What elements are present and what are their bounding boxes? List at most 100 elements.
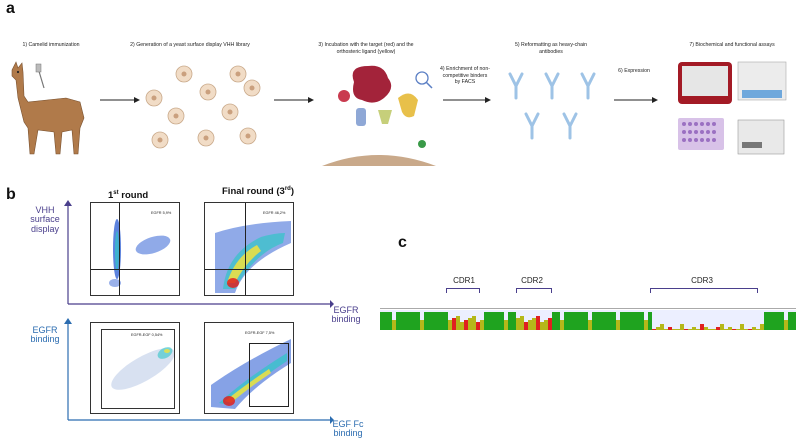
conservation-bar bbox=[764, 312, 769, 330]
conservation-bar bbox=[564, 312, 569, 330]
conservation-bar bbox=[456, 316, 461, 330]
conservation-bar bbox=[460, 322, 465, 330]
conservation-bar bbox=[468, 318, 473, 330]
conservation-bar bbox=[664, 329, 669, 330]
arrow-right-icon bbox=[274, 97, 314, 103]
conservation-bar bbox=[620, 312, 625, 330]
conservation-bar bbox=[596, 312, 601, 330]
conservation-bar bbox=[428, 312, 433, 330]
target-ligand-illustration bbox=[322, 65, 436, 166]
conservation-bar bbox=[708, 329, 713, 330]
cdr2-bracket bbox=[516, 288, 552, 293]
conservation-bar bbox=[716, 327, 721, 330]
conservation-bar bbox=[420, 320, 425, 330]
conservation-bar bbox=[700, 324, 705, 330]
conservation-bar bbox=[412, 312, 417, 330]
conservation-bar bbox=[548, 318, 553, 330]
conservation-bar bbox=[432, 312, 437, 330]
conservation-bar bbox=[592, 312, 597, 330]
conservation-bar bbox=[728, 327, 733, 330]
conservation-bar bbox=[436, 312, 441, 330]
conservation-bar bbox=[736, 329, 741, 330]
top-x-axis-label: EGFR binding bbox=[331, 305, 361, 325]
cdr3-bracket bbox=[650, 288, 758, 293]
first-round-title: 1st round bbox=[108, 190, 149, 202]
conservation-bar bbox=[744, 329, 749, 330]
conservation-bar bbox=[516, 318, 521, 330]
conservation-bar bbox=[444, 312, 449, 330]
conservation-bar bbox=[492, 312, 497, 330]
panel-b-letter: b bbox=[6, 186, 16, 203]
conservation-bar bbox=[756, 329, 761, 330]
facs-plot-bottom-right: EGFR-EGF 7,5% bbox=[204, 322, 294, 414]
step-7-label: 7) Biochemical and functional assays bbox=[689, 42, 775, 48]
conservation-bar bbox=[640, 312, 645, 330]
conservation-bar bbox=[532, 318, 537, 330]
conservation-bar bbox=[416, 312, 421, 330]
conservation-bar bbox=[380, 312, 385, 330]
assay-instruments-illustration bbox=[678, 61, 787, 155]
conservation-bar bbox=[508, 312, 513, 330]
conservation-bar bbox=[464, 320, 469, 330]
gate-label-top-right: EGFR 46,2% bbox=[263, 211, 286, 215]
step-5-label: 5) Reformatting as heavy-chain antibodie… bbox=[514, 42, 588, 55]
conservation-bar bbox=[584, 312, 589, 330]
facs-plot-top-right: EGFR 46,2% bbox=[204, 202, 294, 296]
step-3-label: 3) Incubation with the target (red) and … bbox=[318, 42, 414, 55]
step-6-label: 6) Expression bbox=[618, 68, 650, 74]
cdr1-bracket bbox=[446, 288, 480, 293]
cdr3-label: CDR3 bbox=[691, 276, 713, 285]
facs-plot-bottom-left: EGFR-EGF 0,54% bbox=[90, 322, 180, 414]
conservation-bar bbox=[776, 312, 781, 330]
gate-label-bottom-right: EGFR-EGF 7,5% bbox=[245, 331, 275, 335]
bottom-x-axis-label: EGF Fc binding bbox=[332, 419, 364, 439]
conservation-bar bbox=[520, 316, 525, 330]
conservation-bar bbox=[720, 324, 725, 330]
conservation-bar bbox=[588, 320, 593, 330]
conservation-bar bbox=[484, 312, 489, 330]
conservation-bar bbox=[752, 327, 757, 330]
panel-c-letter: c bbox=[398, 234, 407, 251]
conservation-bar bbox=[648, 312, 653, 330]
conservation-bar bbox=[408, 312, 413, 330]
top-axes bbox=[64, 200, 334, 308]
conservation-bar bbox=[580, 312, 585, 330]
yeast-library-illustration bbox=[145, 65, 261, 149]
llama-illustration bbox=[11, 61, 85, 155]
conservation-bar bbox=[472, 316, 477, 330]
conservation-bar bbox=[608, 312, 613, 330]
conservation-bar bbox=[668, 327, 673, 330]
conservation-bar bbox=[512, 312, 517, 330]
conservation-bar bbox=[760, 324, 765, 330]
facs-plot-top-left: EGFR 5,9% bbox=[90, 202, 180, 296]
conservation-bar bbox=[780, 312, 785, 330]
conservation-bar bbox=[560, 320, 565, 330]
arrow-right-icon bbox=[100, 97, 140, 103]
conservation-bar bbox=[556, 312, 561, 330]
conservation-bar bbox=[500, 312, 505, 330]
conservation-bar bbox=[600, 312, 605, 330]
conservation-bar bbox=[552, 312, 557, 330]
bottom-axes bbox=[64, 318, 334, 424]
conservation-track bbox=[380, 310, 797, 330]
conservation-bar bbox=[448, 320, 453, 330]
conservation-bar bbox=[400, 312, 405, 330]
panel-a-letter: a bbox=[6, 0, 15, 17]
sequence-ruler bbox=[380, 305, 796, 309]
conservation-bar bbox=[396, 312, 401, 330]
conservation-bar bbox=[504, 320, 509, 330]
conservation-bar bbox=[496, 312, 501, 330]
gate-label-bottom-left: EGFR-EGF 0,54% bbox=[131, 333, 163, 337]
conservation-bar bbox=[604, 312, 609, 330]
conservation-bar bbox=[404, 312, 409, 330]
conservation-bar bbox=[636, 312, 641, 330]
conservation-bar bbox=[672, 329, 677, 330]
conservation-bar bbox=[612, 312, 617, 330]
conservation-bar bbox=[624, 312, 629, 330]
conservation-bar bbox=[740, 324, 745, 330]
conservation-bar bbox=[440, 312, 445, 330]
final-round-title: Final round (3rd) bbox=[222, 186, 294, 198]
conservation-bar bbox=[576, 312, 581, 330]
heavy-chain-antibodies-illustration bbox=[508, 72, 596, 140]
gate-label-top-left: EGFR 5,9% bbox=[151, 211, 172, 215]
